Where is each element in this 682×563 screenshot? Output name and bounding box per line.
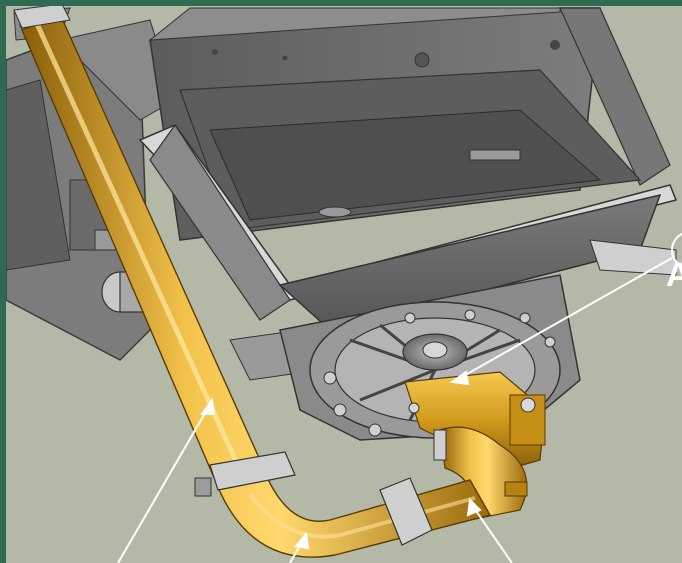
callout-lines <box>117 257 673 563</box>
callout-a: A <box>666 232 682 294</box>
machine-illustration: A <box>6 6 682 563</box>
figure-canvas: A <box>6 6 682 563</box>
callout-a-label: A <box>666 256 682 294</box>
discharge-pipe <box>13 6 492 558</box>
elbow-fitting <box>404 371 546 521</box>
hopper <box>138 7 678 381</box>
